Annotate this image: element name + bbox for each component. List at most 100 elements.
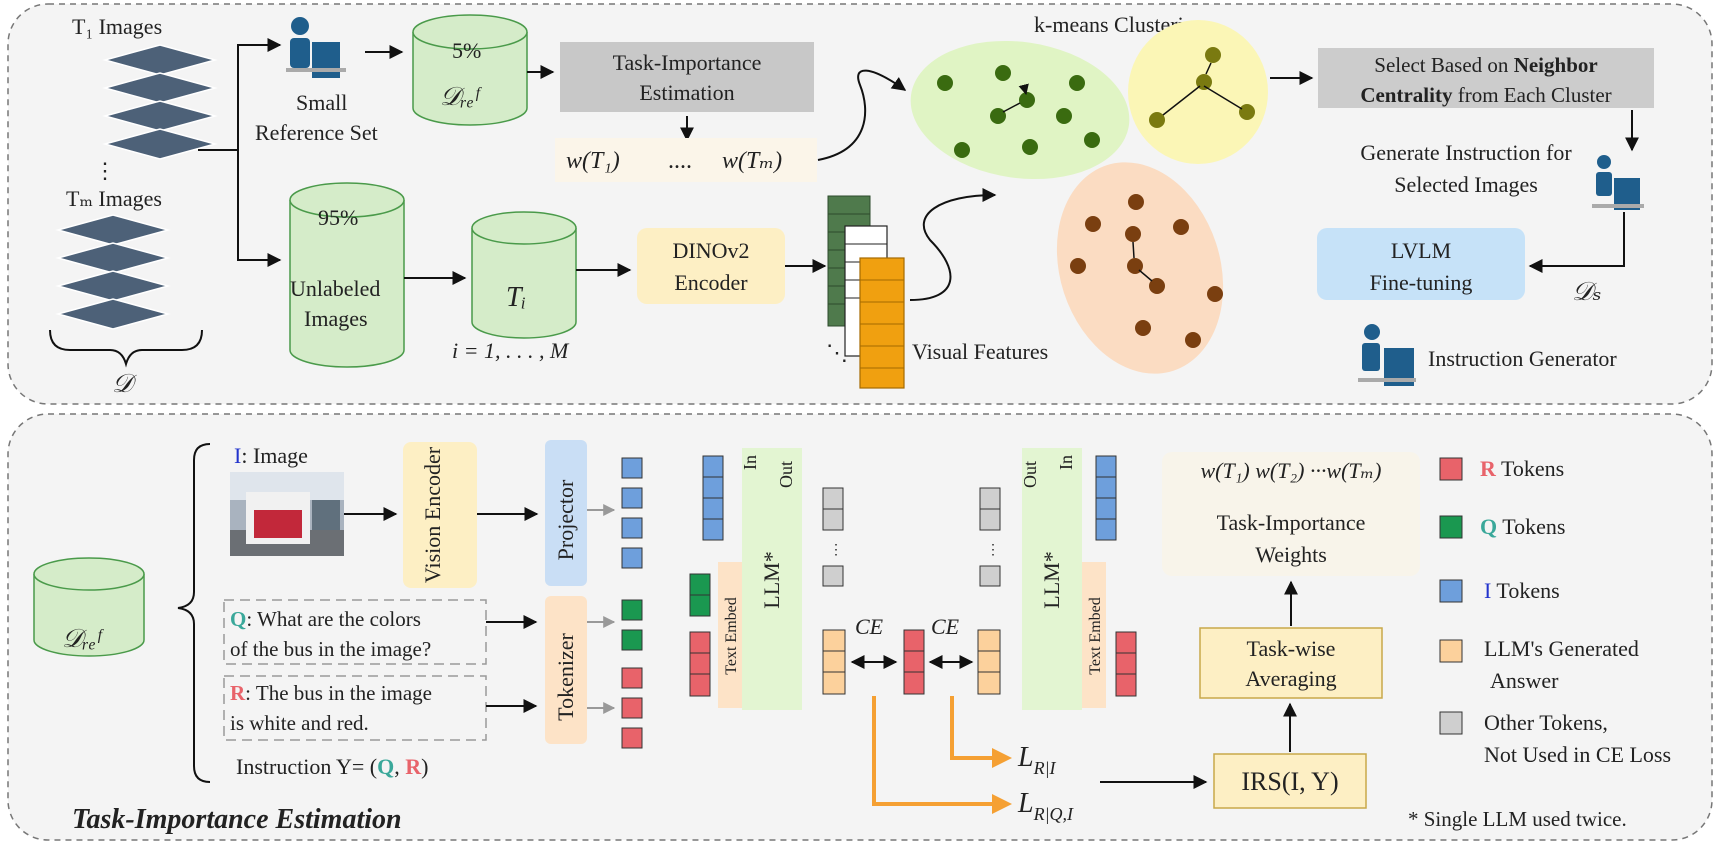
left-other-tokens: ⋮ [822, 487, 844, 587]
right-gen-tokens [977, 629, 1001, 695]
reference-set-label: Reference Set [255, 120, 378, 145]
t1-image-stack [102, 44, 218, 160]
question-box [223, 599, 487, 665]
dino-line1: DINOv2 [673, 238, 750, 263]
gen-line2: Selected Images [1394, 172, 1538, 197]
loss-ri-arrow [950, 696, 1012, 768]
i-label: I: Image [234, 443, 308, 468]
tiw-line2: Weights [1255, 542, 1327, 567]
feature-ellipsis: ⋱ [826, 340, 848, 365]
instruction-label: Instruction Y= (Q, R) [236, 754, 428, 779]
legend-i-swatch [1439, 579, 1463, 603]
i-tokens-column [621, 457, 643, 569]
left-q-tokens [689, 573, 711, 617]
ds-label: 𝒟ₛ [1572, 277, 1602, 306]
loss-rqi-arrow [872, 696, 1012, 814]
instruction-generator-icon [1358, 324, 1416, 386]
question-line1: Q: What are the colors [230, 607, 421, 631]
legend-other-line1: Other Tokens, [1484, 710, 1608, 735]
right-out-label: Out [1020, 461, 1040, 488]
left-r-tokens [689, 631, 711, 697]
irs-label: IRS(I, Y) [1241, 767, 1338, 796]
legend-gen-line2: Answer [1490, 668, 1559, 693]
unlabeled-pct: 95% [318, 205, 358, 230]
ti-label: Tᵢ [506, 282, 526, 313]
legend-r-label: R Tokens [1480, 456, 1564, 481]
right-text-embed-box [1082, 562, 1106, 708]
right-text-embed-label: Text Embed [1087, 597, 1104, 675]
lvlm-line1: LVLM [1391, 238, 1451, 263]
gen-to-lvlm-arrow [1528, 212, 1625, 273]
answer-line2: is white and red. [230, 711, 369, 735]
task-wise-line2: Averaging [1245, 666, 1336, 691]
right-ce-label: CE [931, 614, 960, 639]
unlabeled-label1: Unlabeled [290, 276, 380, 301]
tie-line1: Task-Importance [613, 50, 762, 75]
right-r-tokens [1115, 631, 1137, 697]
right-i-tokens [1095, 455, 1117, 541]
legend-q-swatch [1439, 515, 1463, 539]
w-dots: .... [668, 148, 692, 174]
center-r-tokens [903, 629, 925, 695]
q-tokens-column [621, 599, 643, 651]
projector-label: Projector [553, 479, 578, 560]
dino-encoder-box [637, 228, 785, 304]
tokenizer-label: Tokenizer [553, 633, 578, 721]
dref-cylinder [33, 557, 145, 657]
dref-brace [177, 443, 211, 783]
left-llm-label: LLM* [759, 551, 784, 608]
cluster-yellow [1128, 20, 1268, 164]
vision-encoder-label: Vision Encoder [420, 446, 445, 583]
legend-gen-line1: LLM's Generated [1484, 636, 1639, 661]
select-box [1318, 48, 1654, 108]
left-in-label: In [740, 455, 760, 470]
unlabeled-cylinder [289, 182, 405, 368]
right-llm-box [1022, 448, 1082, 710]
tm-images-label: Tₘ Images [66, 186, 162, 211]
visual-features-label: Visual Features [912, 339, 1048, 364]
split-arrow-bottom [237, 150, 282, 267]
split-arrow-top [198, 38, 282, 151]
task-importance-weights-box [1162, 452, 1420, 576]
tm-image-stack [55, 214, 171, 330]
weights-row: w(T₁) w(T₂) ···w(Tₘ) [1201, 458, 1382, 483]
left-llm-box [742, 448, 802, 710]
tokenizer-box [545, 596, 587, 744]
irs-box [1213, 753, 1367, 809]
question-line2: of the bus in the image? [230, 637, 431, 661]
legend-q-label: Q Tokens [1480, 514, 1565, 539]
features-to-cluster-curve [909, 188, 997, 301]
vision-encoder-box [403, 442, 477, 588]
left-text-embed-label: Text Embed [723, 597, 740, 675]
bottom-title: Task-Importance Estimation [72, 804, 402, 835]
dino-line2: Encoder [674, 270, 748, 295]
instr-gen-label: Instruction Generator [1428, 346, 1617, 371]
ref-cyl-label: 𝒟ᵣₑᶠ [440, 82, 482, 111]
legend-other-line2: Not Used in CE Loss [1484, 742, 1671, 767]
stack-ellipsis: ⋮ [94, 158, 116, 183]
bus-image [230, 472, 344, 556]
projector-box [545, 440, 587, 586]
cluster-green [910, 40, 1130, 180]
dref-label: 𝒟ᵣₑᶠ [62, 624, 104, 653]
answer-box [223, 675, 487, 741]
answer-line1: R: The bus in the image [230, 681, 432, 705]
left-gen-tokens [822, 629, 846, 695]
task-wise-box [1199, 627, 1383, 699]
footnote: * Single LLM used twice. [1408, 807, 1627, 831]
tie-box [560, 42, 814, 112]
small-label: Small [296, 90, 347, 115]
legend-other-swatch [1439, 711, 1463, 735]
right-other-tokens: ⋮ [979, 487, 1001, 587]
w-tm: w(Tₘ) [722, 148, 782, 174]
lvlm-line2: Fine-tuning [1370, 270, 1473, 295]
left-ce-label: CE [855, 614, 884, 639]
t1-images-label: T₁ Images [72, 14, 162, 39]
dataset-brace [49, 329, 203, 368]
right-llm-label: LLM* [1039, 551, 1064, 608]
cluster-orange [1056, 162, 1224, 374]
feature-stack-orange [859, 257, 905, 389]
left-text-embed-box [718, 562, 742, 708]
w-t1: w(T₁) [566, 148, 620, 174]
i-range-label: i = 1, . . . , M [452, 338, 570, 363]
